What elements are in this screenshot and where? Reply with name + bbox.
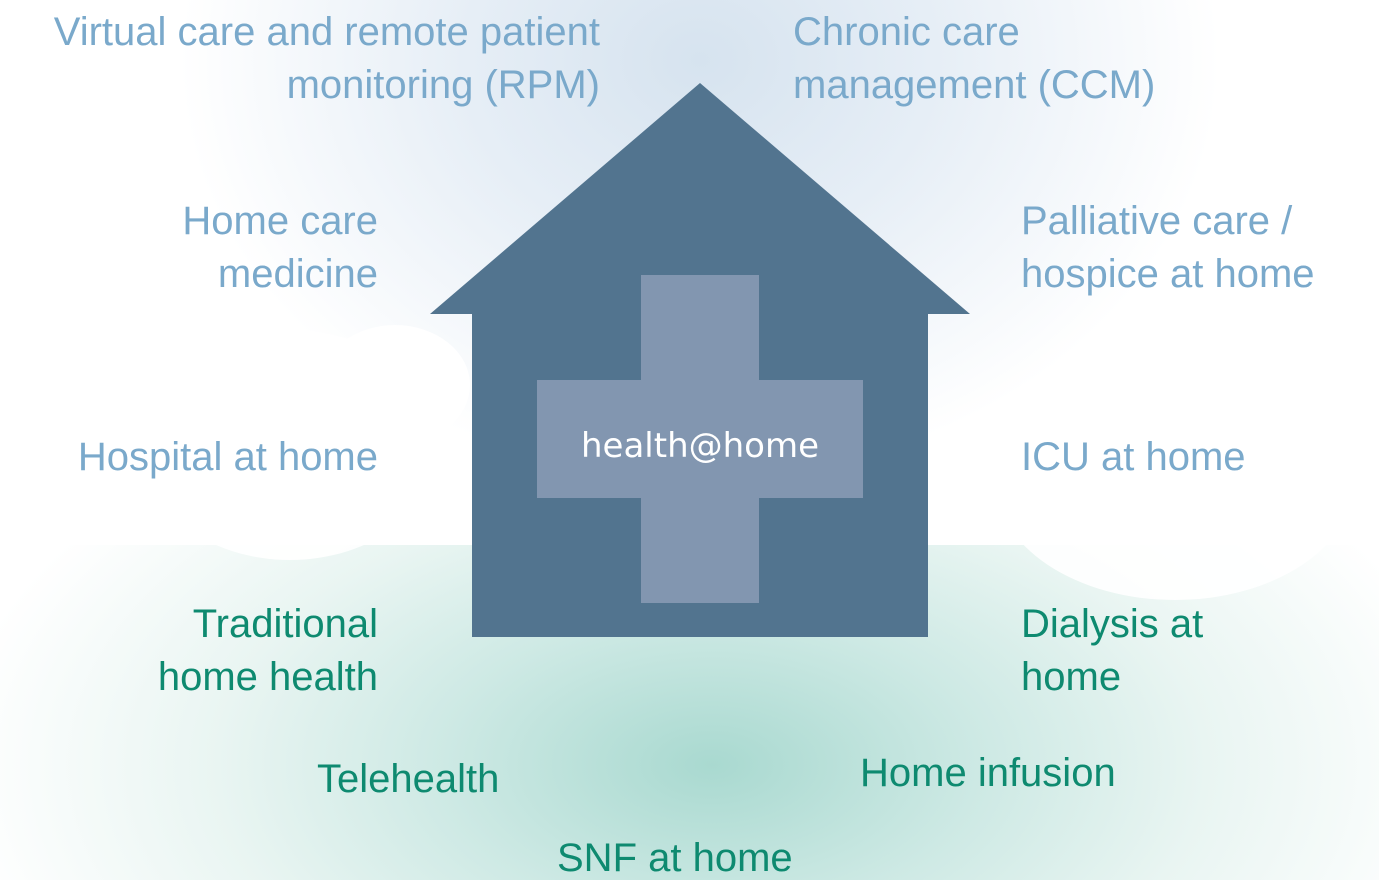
label-snf-at-home: SNF at home [557, 836, 793, 880]
label-icu-at-home: ICU at home [1021, 435, 1246, 479]
cloud-right-puff [1120, 320, 1379, 520]
label-palliative-care: Palliative care / hospice at home [1021, 199, 1315, 296]
cross-horizontal [537, 380, 863, 498]
center-label: health@home [580, 426, 820, 466]
label-traditional-home-health: Traditional home health [157, 602, 378, 699]
label-telehealth: Telehealth [317, 757, 500, 801]
label-virtual-care: Virtual care and remote patient monitori… [53, 10, 600, 107]
label-hospital-at-home: Hospital at home [77, 435, 378, 479]
label-home-infusion: Home infusion [860, 751, 1116, 795]
label-dialysis-at-home: Dialysis at home [1021, 602, 1204, 699]
cloud-left-puff [320, 325, 470, 445]
label-chronic-care: Chronic care management (CCM) [793, 10, 1156, 107]
label-home-care-medicine: Home care medicine [182, 199, 378, 296]
